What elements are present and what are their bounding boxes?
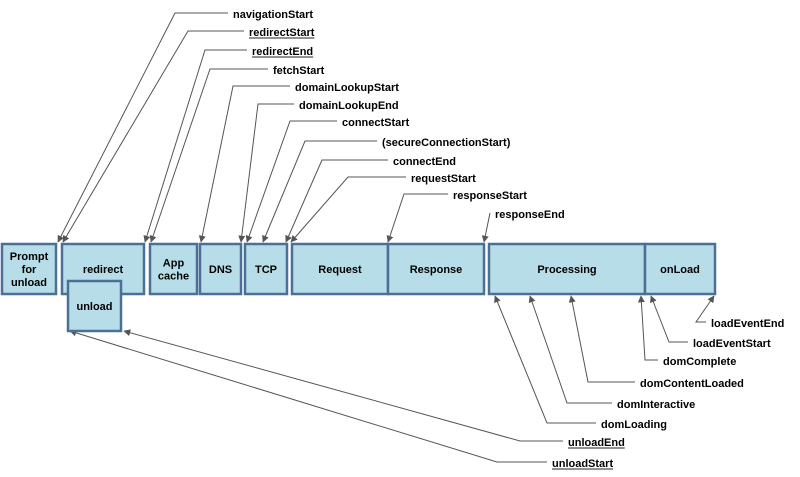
event-redirectEnd: redirectEnd <box>252 46 314 58</box>
event-unloadStart: unloadStart <box>552 458 613 470</box>
phase-label-appcache: App <box>163 258 185 270</box>
event-label-requestStart: requestStart <box>411 173 476 185</box>
phase-label-prompt: Prompt <box>10 251 49 263</box>
event-label-domainLookupStart: domainLookupStart <box>295 82 399 94</box>
event-loadEventStart: loadEventStart <box>693 338 771 350</box>
event-domComplete: domComplete <box>663 356 736 368</box>
event-labels: navigationStart redirectStart redirectEnd f… <box>233 9 784 470</box>
event-navigationStart: navigationStart <box>233 9 313 21</box>
connector-loadEventStart <box>650 295 688 343</box>
connector-connectStart <box>245 120 337 243</box>
connector-responseStart <box>386 193 448 243</box>
phase-label-response: Response <box>410 264 463 276</box>
event-label-connectStart: connectStart <box>342 117 410 129</box>
connector-domInteractive <box>528 295 612 404</box>
event-label-secureConnectionStart: (secureConnectionStart) <box>382 137 511 149</box>
phase-box-tcp: TCP <box>243 242 289 296</box>
phase-label-unload: unload <box>76 301 112 313</box>
event-label-domLoading: domLoading <box>601 419 667 431</box>
event-secureConnectionStart: (secureConnectionStart) <box>382 137 511 149</box>
connector-unloadEnd <box>123 329 563 442</box>
event-label-redirectStart: redirectStart <box>249 27 315 39</box>
event-connectEnd: connectEnd <box>393 156 456 168</box>
event-requestStart: requestStart <box>411 173 476 185</box>
connector-domComplete <box>637 295 658 361</box>
phase-box-processing: Processing <box>487 242 647 296</box>
phase-box-response: Response <box>386 242 486 296</box>
event-label-domContentLoaded: domContentLoaded <box>640 378 744 390</box>
event-domLoading: domLoading <box>601 419 667 431</box>
connector-domLoading <box>494 295 596 424</box>
event-redirectStart: redirectStart <box>249 27 315 39</box>
connector-domContentLoaded <box>568 295 635 383</box>
phase-box-unload: unload <box>66 279 123 333</box>
connector-domainLookupEnd <box>238 103 294 243</box>
phase-label-prompt: for <box>22 264 37 276</box>
connector-fetchStart <box>149 68 268 243</box>
event-label-unloadStart: unloadStart <box>552 458 613 470</box>
phase-label-processing: Processing <box>537 264 596 276</box>
phase-label-redirect: redirect <box>83 264 124 276</box>
event-label-unloadEnd: unloadEnd <box>568 437 625 449</box>
phase-boxes: PromptforunloadredirectunloadAppcacheDNS… <box>0 242 717 333</box>
event-domContentLoaded: domContentLoaded <box>640 378 744 390</box>
connector-lines <box>57 12 715 463</box>
connector-loadEventEnd <box>695 295 715 323</box>
event-loadEventEnd: loadEventEnd <box>711 318 784 330</box>
event-label-responseStart: responseStart <box>453 190 527 202</box>
event-domainLookupStart: domainLookupStart <box>295 82 399 94</box>
phase-label-appcache: cache <box>158 271 189 283</box>
connector-connectEnd <box>285 159 388 243</box>
phase-label-request: Request <box>318 264 362 276</box>
event-responseStart: responseStart <box>453 190 527 202</box>
phase-label-tcp: TCP <box>255 264 277 276</box>
event-fetchStart: fetchStart <box>273 65 325 77</box>
event-label-responseEnd: responseEnd <box>495 209 565 221</box>
event-unloadEnd: unloadEnd <box>568 437 625 449</box>
event-label-loadEventStart: loadEventStart <box>693 338 771 350</box>
event-label-domainLookupEnd: domainLookupEnd <box>299 100 399 112</box>
connector-unloadStart <box>69 329 547 463</box>
phase-box-request: Request <box>290 242 390 296</box>
connector-redirectStart <box>62 30 244 243</box>
event-connectStart: connectStart <box>342 117 410 129</box>
phase-box-onload: onLoad <box>643 242 717 296</box>
phase-label-dns: DNS <box>209 264 232 276</box>
event-label-domComplete: domComplete <box>663 356 736 368</box>
connector-secureConnectionStart <box>262 140 377 243</box>
phase-label-onload: onLoad <box>660 264 700 276</box>
event-label-navigationStart: navigationStart <box>233 9 313 21</box>
phase-box-dns: DNS <box>198 242 243 296</box>
event-domainLookupEnd: domainLookupEnd <box>299 100 399 112</box>
phase-label-prompt: unload <box>11 277 47 289</box>
connector-domainLookupStart <box>198 85 290 243</box>
event-label-redirectEnd: redirectEnd <box>252 46 313 58</box>
event-label-fetchStart: fetchStart <box>273 65 325 77</box>
event-label-connectEnd: connectEnd <box>393 156 456 168</box>
event-label-loadEventEnd: loadEventEnd <box>711 318 784 330</box>
connector-requestStart <box>290 176 406 243</box>
connector-redirectEnd <box>143 49 247 243</box>
connector-navigationStart <box>57 12 228 243</box>
event-label-domInteractive: domInteractive <box>617 399 695 411</box>
event-responseEnd: responseEnd <box>495 209 565 221</box>
event-domInteractive: domInteractive <box>617 399 695 411</box>
connector-responseEnd <box>481 212 491 243</box>
